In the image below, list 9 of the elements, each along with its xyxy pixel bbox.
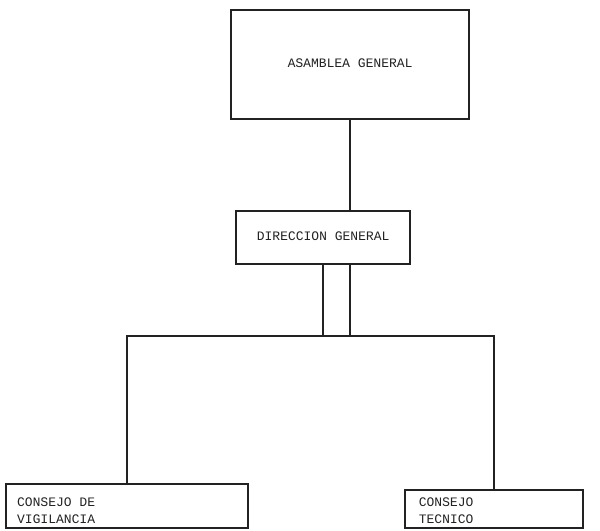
connector-line xyxy=(322,265,495,489)
unit-name: CONSEJO TECNICO xyxy=(418,495,474,529)
unit-name: ASAMBLEA GENERAL xyxy=(288,56,412,73)
org-box xyxy=(235,210,411,265)
org-box xyxy=(5,483,249,529)
unit-name: CONSEJO DE VIGILANCIA xyxy=(17,495,96,529)
org-box xyxy=(230,9,470,120)
org-box xyxy=(404,489,584,529)
unit-name: DIRECCION GENERAL xyxy=(256,229,390,246)
